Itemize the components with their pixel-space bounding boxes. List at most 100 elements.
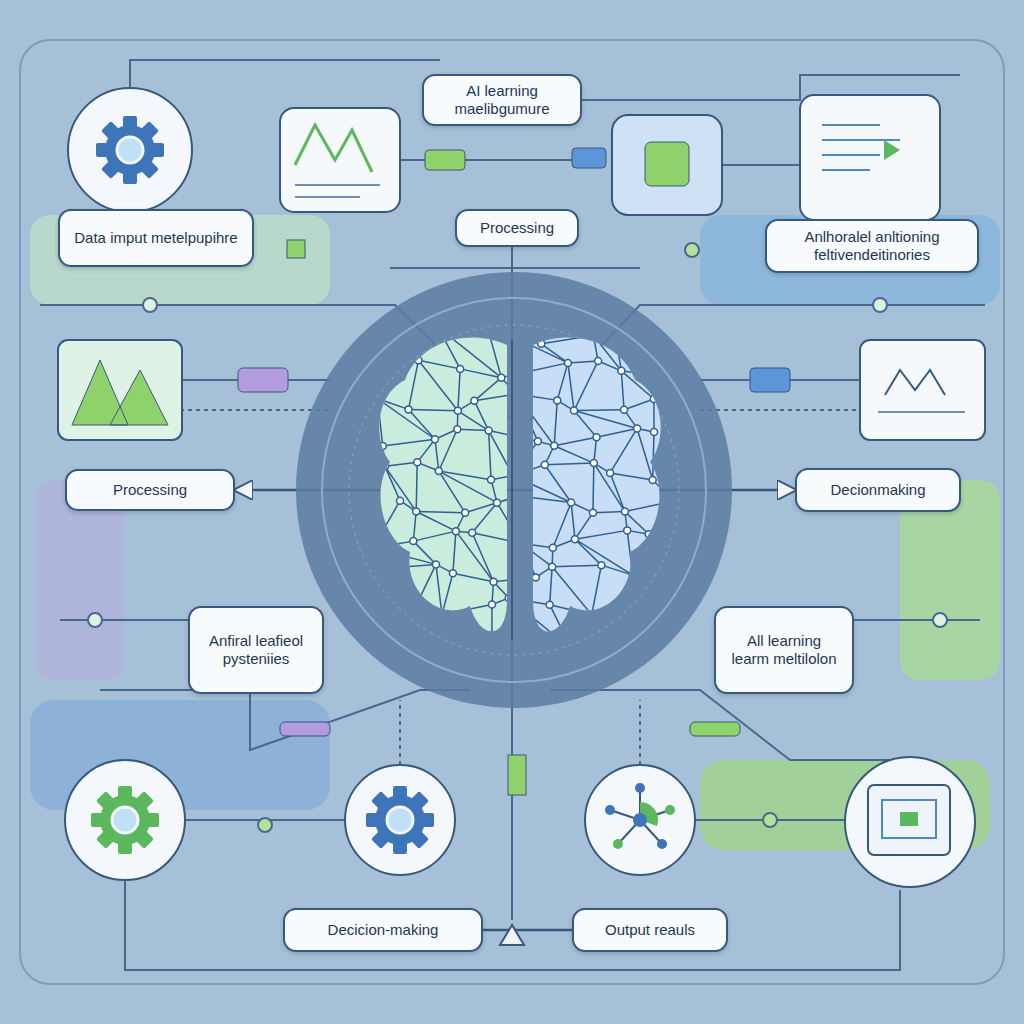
- network-node: [494, 499, 501, 506]
- small-chip: [690, 722, 740, 736]
- network-node: [515, 370, 522, 377]
- network-link: [460, 369, 501, 378]
- wire: [100, 690, 470, 750]
- network-node: [598, 562, 605, 569]
- gear-hub: [112, 807, 138, 833]
- network-link: [621, 371, 654, 399]
- icon-circle: [845, 757, 975, 887]
- network-link: [589, 632, 630, 641]
- label-pill: Anfiral leafieol pysteniies: [188, 606, 324, 694]
- pill-text: Processing: [113, 481, 187, 499]
- network-node: [510, 472, 517, 479]
- network-link: [489, 431, 491, 480]
- network-node: [396, 497, 403, 504]
- network-link: [594, 463, 625, 512]
- wire: [639, 700, 641, 765]
- network-link: [385, 462, 417, 466]
- network-link: [513, 465, 545, 476]
- network-node: [435, 324, 442, 331]
- pill-text: All learning learm meltilolon: [728, 632, 840, 668]
- label-pill: All learning learm meltilolon: [714, 606, 854, 694]
- network-link: [625, 501, 674, 512]
- monitor-card: [860, 340, 985, 440]
- network-link: [554, 437, 596, 445]
- network-link: [416, 462, 417, 511]
- network-node: [488, 476, 495, 483]
- network-link: [550, 567, 552, 605]
- network-link: [633, 575, 658, 603]
- network-link: [373, 501, 400, 548]
- network-link: [413, 531, 456, 541]
- network-link: [453, 573, 494, 582]
- network-link: [519, 496, 521, 543]
- network-link: [608, 603, 657, 614]
- network-link: [417, 439, 435, 462]
- small-chip: [238, 368, 288, 392]
- network-link: [574, 411, 596, 438]
- core-ring: [322, 298, 706, 682]
- network-link: [509, 598, 522, 646]
- network-link: [630, 632, 672, 636]
- network-node: [541, 461, 548, 468]
- network-link: [552, 567, 592, 615]
- gear-hub: [117, 137, 143, 163]
- network-link: [545, 463, 594, 465]
- network-node: [374, 395, 381, 402]
- network-link: [589, 615, 592, 641]
- network-link: [488, 328, 518, 339]
- network-link: [416, 511, 456, 531]
- wire: [700, 409, 860, 411]
- network-node: [465, 630, 472, 637]
- network-link: [456, 531, 494, 582]
- network-link: [522, 646, 572, 650]
- network-link: [608, 575, 633, 613]
- network-link: [568, 361, 598, 363]
- network-link: [442, 605, 492, 615]
- network-link: [610, 473, 625, 512]
- network-link: [383, 439, 435, 446]
- network-link: [574, 361, 598, 411]
- network-link: [373, 548, 436, 564]
- brain-divide: [511, 340, 513, 640]
- network-link: [518, 339, 568, 363]
- network-link: [614, 326, 647, 329]
- link-chip: [425, 150, 465, 170]
- network-link: [385, 466, 416, 511]
- network-link: [513, 476, 519, 496]
- network-link: [389, 603, 396, 650]
- chart-line: [295, 125, 372, 172]
- network-link: [575, 539, 633, 575]
- label-pill: Decicion-making: [283, 908, 483, 952]
- network-node: [435, 468, 442, 475]
- chart-line: [885, 370, 945, 395]
- core-disc: [296, 272, 732, 708]
- network-node: [485, 427, 492, 434]
- label-pill: Decionmaking: [795, 468, 961, 512]
- network-link: [633, 575, 655, 582]
- network-link: [418, 360, 457, 411]
- network-node: [457, 365, 464, 372]
- network-link: [474, 401, 488, 431]
- blue-band: [700, 215, 1000, 305]
- network-dot: [605, 805, 615, 815]
- network-link: [550, 605, 592, 615]
- network-link: [575, 539, 601, 565]
- network-link: [593, 512, 625, 513]
- network-link: [568, 363, 574, 411]
- network-dot: [665, 805, 675, 815]
- network-link: [453, 531, 456, 573]
- network-node: [670, 374, 677, 381]
- network-link: [627, 530, 633, 575]
- network-node: [644, 326, 651, 333]
- network-link: [380, 344, 418, 360]
- small-chip: [750, 368, 790, 392]
- network-link: [438, 327, 501, 377]
- network-node: [413, 639, 420, 646]
- pill-text: Output reauls: [605, 921, 695, 939]
- network-node: [519, 642, 526, 649]
- network-link: [572, 641, 589, 650]
- decor-wires: [40, 60, 985, 970]
- panel-card: [612, 115, 722, 215]
- network-link: [408, 409, 457, 410]
- pill-text: AI learning maelibgumure: [436, 82, 568, 118]
